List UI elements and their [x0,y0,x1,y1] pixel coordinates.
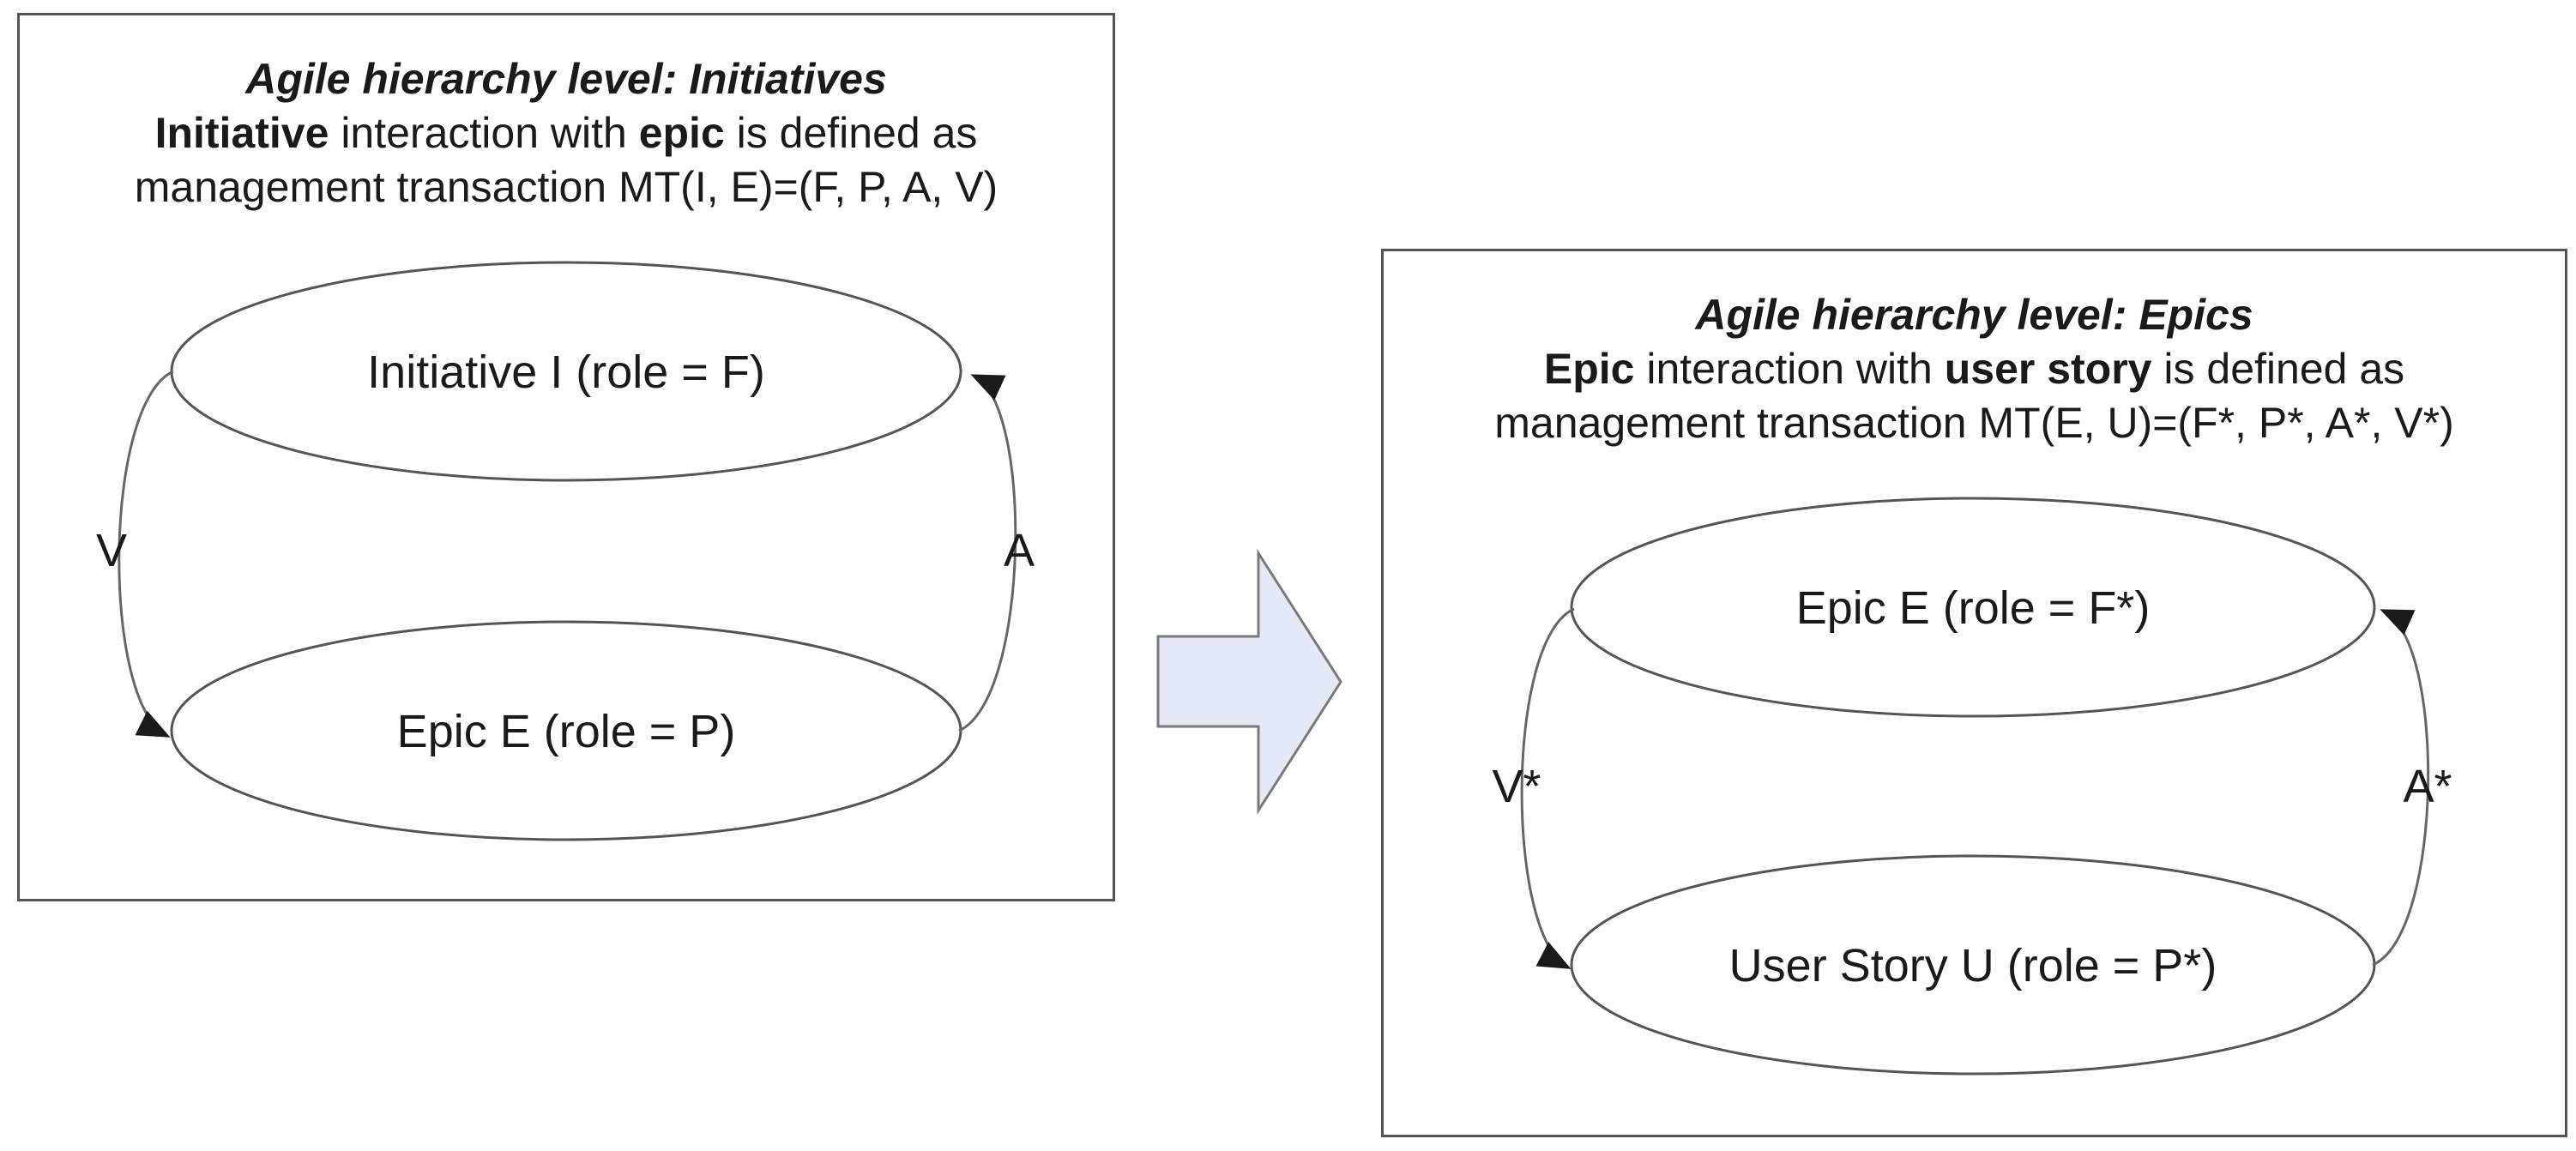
a-star-arrow-label: A* [2403,761,2452,812]
epics-title: Agile hierarchy level: Epics [1695,291,2253,339]
v-star-arrow [1520,607,1575,969]
a-arrow [958,374,1017,732]
v-arrow-label: V [96,525,127,576]
epics-transaction-line: management transaction MT(E, U)=(F*, P*,… [1494,399,2454,447]
v-star-arrow-label: V* [1492,761,1541,812]
initiative-term: Initiative [154,109,329,157]
epic-term: Epic [1543,345,1635,393]
interaction-text: interaction with [1634,345,1945,393]
epic-top-node-label: Epic E (role = F*) [1796,582,2151,634]
user-story-term: user story [1944,345,2152,393]
initiatives-title: Agile hierarchy level: Initiatives [245,55,887,103]
epic-top-node [1570,497,2376,718]
epics-definition-line1: Epic interaction with user story is defi… [1384,342,2565,396]
initiatives-transaction-line: management transaction MT(I, E)=(F, P, A… [134,163,998,211]
initiatives-header: Agile hierarchy level: Initiatives Initi… [20,52,1113,214]
user-story-node-label: User Story U (role = P*) [1729,940,2217,991]
epics-header: Agile hierarchy level: Epics Epic intera… [1384,288,2565,450]
a-star-arrow [2372,609,2430,967]
level-transition-arrow [1156,548,1342,816]
defined-as-text: is defined as [2151,345,2405,393]
epic-term: epic [638,109,725,157]
v-arrow [118,370,174,738]
epic-node-label: Epic E (role = P) [397,706,736,757]
initiatives-definition-line1: Initiative interaction with epic is defi… [20,106,1113,160]
a-arrow-label: A [1004,525,1035,576]
defined-as-text: is defined as [724,109,978,157]
initiative-node-label: Initiative I (role = F) [367,347,765,398]
interaction-text: interaction with [329,109,639,157]
